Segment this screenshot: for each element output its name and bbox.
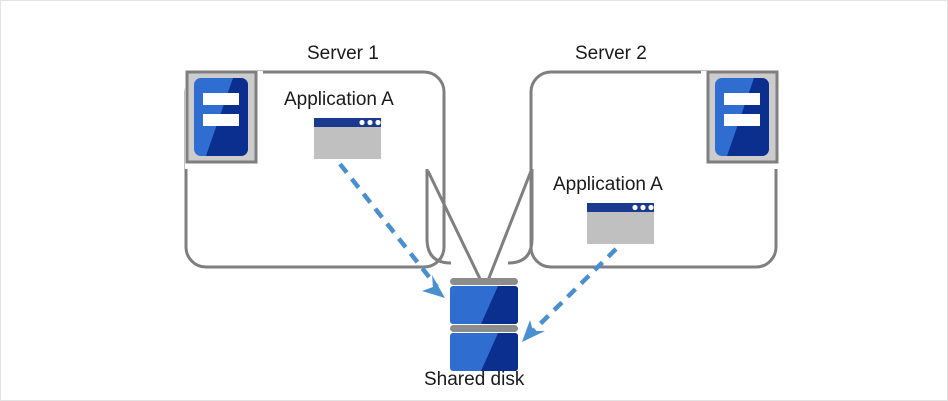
server-icon-bar-bottom	[203, 114, 239, 126]
app-window-dot-3	[648, 204, 654, 211]
application-window-icon	[314, 118, 381, 159]
app-window-body	[314, 127, 381, 159]
server2-title: Server 2	[575, 43, 647, 64]
server-icon-bar-bottom	[724, 114, 760, 126]
disk-block-bottom-shade-group	[481, 333, 518, 371]
app-window-dot-3	[375, 119, 381, 126]
dashed-arrow-server2-to-disk	[522, 247, 618, 342]
app-window-body	[587, 212, 654, 244]
application-window-icon	[587, 203, 654, 244]
app-window-titlebar	[314, 118, 381, 127]
application-a-label-server2: Application A	[553, 174, 663, 195]
server-icon-bar-top	[724, 93, 760, 105]
app-window-dot-1	[632, 204, 638, 211]
dashed-arrow-line	[531, 247, 618, 333]
disk-bar-bottom	[450, 325, 518, 332]
dashed-arrow-head	[522, 320, 545, 342]
server-icon	[706, 70, 779, 164]
shared-disk-icon	[450, 278, 518, 371]
connector-line-s1-diagonal	[426, 170, 484, 284]
app-window-titlebar	[587, 203, 654, 212]
dashed-arrow-server1-to-disk	[338, 162, 445, 298]
shared-disk-label: Shared disk	[424, 369, 525, 390]
disk-block-top-shade	[481, 286, 518, 324]
dashed-arrow-head	[422, 275, 445, 298]
application-a-label-server1: Application A	[284, 89, 394, 110]
app-window-dot-2	[367, 119, 373, 126]
app-window-dot-2	[640, 204, 646, 211]
connector-corner-s2	[507, 238, 534, 265]
disk-bar-top	[450, 278, 518, 285]
connector-lines	[425, 169, 534, 284]
connector-corner-s1	[425, 238, 452, 265]
disk-block-top-shade-group	[481, 286, 518, 324]
server-icon	[185, 70, 258, 164]
server1-title: Server 1	[307, 43, 379, 64]
server-icon-bar-top	[203, 93, 239, 105]
connector-line-s2-diagonal	[485, 170, 533, 284]
disk-block-bottom-shade	[481, 333, 518, 371]
dashed-arrow-line	[338, 162, 439, 289]
app-window-dot-1	[359, 119, 365, 126]
